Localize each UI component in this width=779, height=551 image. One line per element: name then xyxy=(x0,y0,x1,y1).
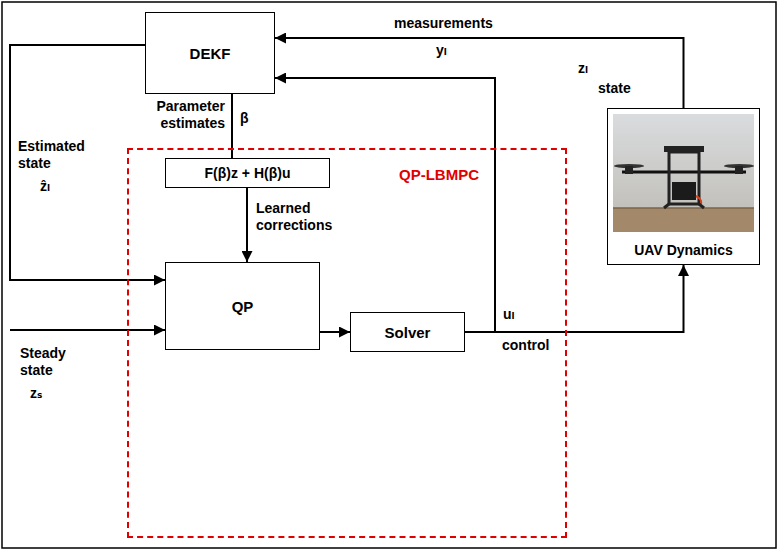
signal-label: control xyxy=(502,337,549,354)
model-box: F(β)z + H(β)u xyxy=(165,158,330,188)
plant-box: UAV Dynamics xyxy=(607,108,760,265)
controller-region: QP-LBMPC F(β)z + H(β)uQP Solver xyxy=(127,148,567,538)
photo-background xyxy=(613,114,754,232)
motor xyxy=(625,166,633,174)
region-title: QP-LBMPC xyxy=(399,166,479,183)
signal-arrow xyxy=(320,331,350,333)
table-edge xyxy=(613,207,754,209)
quad-frame xyxy=(669,152,699,204)
signal-label: zₗ xyxy=(578,60,588,77)
signal-label: Learned corrections xyxy=(256,200,346,234)
signal-label: Estimated state xyxy=(18,138,98,172)
signal-label: Parameter estimates xyxy=(145,98,225,132)
leg xyxy=(699,204,704,208)
signal-label: uₗ xyxy=(503,306,515,323)
qp-box: QP xyxy=(165,262,320,350)
signal-label: Steady state xyxy=(20,345,80,379)
signal-arrow xyxy=(275,38,684,108)
input-arrow xyxy=(10,329,165,331)
solver-box: Solver xyxy=(350,312,465,352)
signal-arrow xyxy=(465,265,684,332)
estimator-box: DEKF xyxy=(145,12,275,94)
signal-arrow xyxy=(246,188,248,262)
uav-photo xyxy=(613,114,754,232)
node-label: F(β)z + H(β)u xyxy=(205,165,291,181)
motor xyxy=(735,166,743,174)
signal-label: measurements xyxy=(394,15,493,32)
node-label: Solver xyxy=(385,324,431,341)
node-label: UAV Dynamics xyxy=(634,242,733,258)
signal-label: ẑₗ xyxy=(40,178,50,195)
battery xyxy=(672,182,696,200)
node-label: DEKF xyxy=(190,45,231,62)
signal-label: yₗ xyxy=(436,42,447,59)
signal-label: zₛ xyxy=(30,385,42,402)
leg xyxy=(664,204,669,208)
signal-label: β xyxy=(240,110,249,127)
signal-label: state xyxy=(598,80,631,97)
table-surface xyxy=(613,208,754,232)
node-label: QP xyxy=(232,298,254,315)
signal-arrow xyxy=(10,45,165,280)
quad-arm xyxy=(622,171,746,174)
